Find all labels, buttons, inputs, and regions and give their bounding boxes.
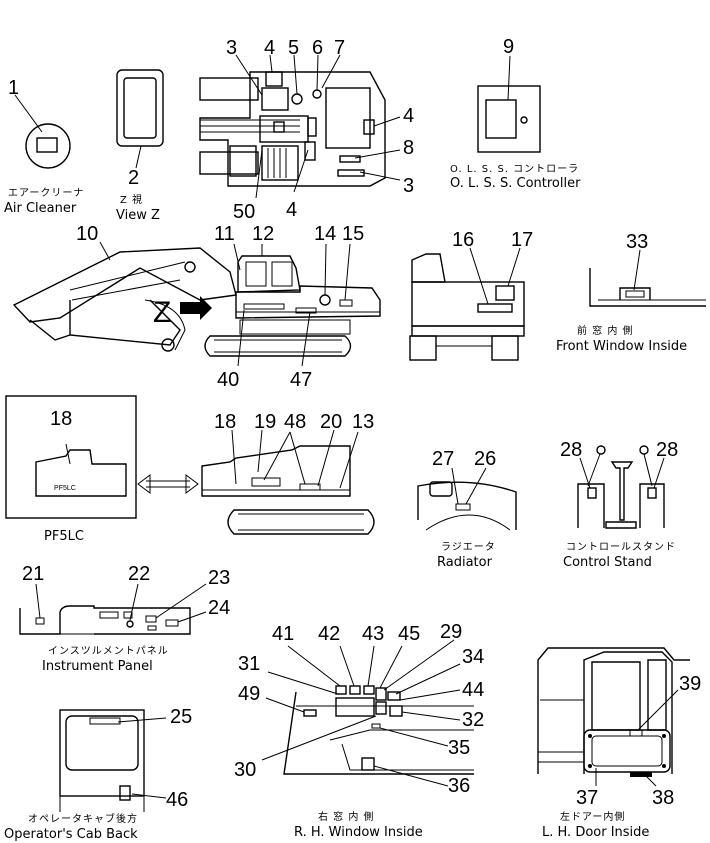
- callout-42: 42: [318, 623, 340, 645]
- callout-24: 24: [208, 597, 230, 619]
- callout-27: 27: [432, 448, 454, 470]
- callout-47: 47: [290, 369, 312, 391]
- air-cleaner-drawing: [14, 94, 71, 169]
- callout-40: 40: [217, 369, 239, 391]
- callout-39: 39: [679, 673, 701, 695]
- control-stand-drawing: [577, 445, 665, 529]
- callout-13: 13: [352, 411, 374, 433]
- control-stand-label: Control Stand: [563, 555, 652, 570]
- callout-28-right: 28: [656, 439, 678, 461]
- callout-33: 33: [626, 231, 648, 253]
- pf5lc-label: PF5LC: [44, 529, 84, 544]
- callout-18-side: 18: [214, 411, 236, 433]
- callout-5: 5: [288, 37, 299, 59]
- callout-14: 14: [314, 223, 336, 245]
- callout-20: 20: [320, 411, 342, 433]
- callout-1: 1: [8, 77, 19, 99]
- callout-18-pf5lc: 18: [50, 408, 72, 430]
- callout-10: 10: [76, 223, 98, 245]
- callout-12: 12: [252, 223, 274, 245]
- view-z-label: View Z: [116, 208, 160, 223]
- callout-6: 6: [312, 37, 323, 59]
- rear-view-drawing: [409, 247, 525, 361]
- rh-window-jp-label: 右 窓 内 側: [318, 810, 375, 823]
- callout-4-right: 4: [403, 105, 414, 127]
- double-arrow-icon: [137, 474, 199, 494]
- callout-35: 35: [448, 737, 470, 759]
- callout-21: 21: [22, 563, 44, 585]
- callout-19: 19: [254, 411, 276, 433]
- callout-23: 23: [208, 567, 230, 589]
- callout-3-right: 3: [403, 175, 414, 197]
- view-z-jp-label: Z 視: [120, 193, 143, 206]
- callout-34: 34: [462, 646, 484, 668]
- front-window-label: Front Window Inside: [556, 339, 687, 354]
- air-cleaner-jp-label: エアークリーナ: [8, 187, 84, 199]
- pf5lc-drawing: [5, 395, 137, 519]
- callout-31: 31: [238, 653, 260, 675]
- side-view-drawing: [12, 241, 381, 367]
- instrument-panel-label: Instrument Panel: [42, 659, 153, 674]
- radiator-jp-label: ラジエータ: [441, 541, 496, 553]
- callout-50: 50: [233, 201, 255, 223]
- olss-jp-label: O. L. S. S. コントローラ: [450, 163, 579, 175]
- callout-43: 43: [362, 623, 384, 645]
- instrument-panel-drawing: [19, 583, 207, 635]
- z-arrow-label: Z: [153, 296, 171, 329]
- callout-44: 44: [462, 679, 484, 701]
- radiator-drawing: [417, 467, 517, 531]
- callout-9: 9: [503, 36, 514, 58]
- callout-28-left: 28: [560, 439, 582, 461]
- callout-25: 25: [170, 706, 192, 728]
- callout-11: 11: [214, 223, 235, 245]
- rh-window-label: R. H. Window Inside: [294, 825, 423, 840]
- callout-22: 22: [128, 563, 150, 585]
- callout-15: 15: [342, 223, 364, 245]
- callout-45: 45: [398, 623, 420, 645]
- callout-41: 41: [272, 623, 294, 645]
- callout-38: 38: [652, 787, 674, 809]
- callout-30: 30: [234, 759, 256, 781]
- top-view-drawing: [199, 54, 401, 199]
- side-view-2-drawing: [201, 429, 375, 535]
- callout-29: 29: [440, 621, 462, 643]
- callout-46: 46: [166, 789, 188, 811]
- callout-17: 17: [511, 229, 533, 251]
- callout-48: 48: [284, 411, 306, 433]
- view-z-drawing: [116, 69, 164, 169]
- front-window-drawing: [589, 249, 706, 307]
- lh-door-label: L. H. Door Inside: [542, 825, 649, 840]
- callout-7: 7: [334, 37, 345, 59]
- callout-32: 32: [462, 709, 484, 731]
- lh-door-drawing: [537, 647, 690, 787]
- radiator-label: Radiator: [437, 555, 493, 570]
- front-window-jp-label: 前 窓 内 側: [577, 324, 634, 337]
- air-cleaner-label: Air Cleaner: [4, 201, 77, 216]
- rh-window-drawing: [261, 639, 474, 787]
- callout-37: 37: [576, 787, 598, 809]
- callout-36: 36: [448, 775, 470, 797]
- callout-3-top: 3: [226, 37, 237, 59]
- cab-back-jp-label: オペレータキャブ後方: [28, 812, 138, 825]
- callout-16: 16: [452, 229, 474, 251]
- olss-controller-drawing: [477, 55, 541, 153]
- callout-4-bottom: 4: [286, 199, 297, 221]
- callout-49: 49: [238, 683, 260, 705]
- cab-back-drawing: [59, 709, 167, 812]
- olss-label: O. L. S. S. Controller: [450, 176, 581, 191]
- pf5lc-plate-text: PF5LC: [54, 485, 76, 492]
- callout-2: 2: [128, 167, 139, 189]
- instrument-panel-jp-label: インスツルメントパネル: [48, 645, 169, 657]
- lh-door-jp-label: 左ドアー内側: [560, 810, 625, 823]
- callout-4-top: 4: [264, 37, 275, 59]
- callout-26: 26: [474, 448, 496, 470]
- callout-8: 8: [403, 137, 414, 159]
- control-stand-jp-label: コントロールスタンド: [566, 541, 676, 553]
- cab-back-label: Operator's Cab Back: [4, 827, 138, 842]
